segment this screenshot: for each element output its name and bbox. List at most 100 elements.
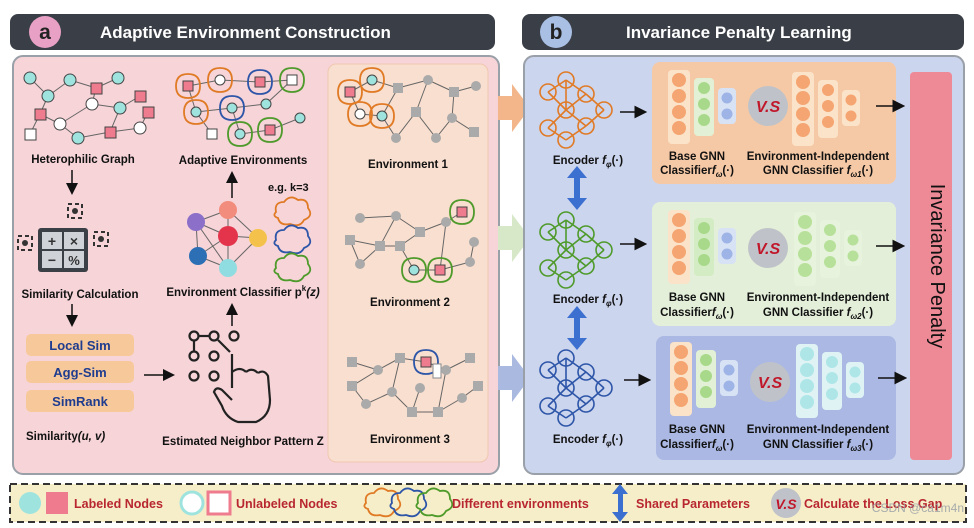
transfer-arrow-1 [498, 84, 530, 132]
base-gnn-3-sub: ω [716, 444, 723, 453]
vs-badge-1-label: V.S [756, 99, 781, 116]
sim-method-simrank [26, 390, 134, 412]
indep-gnn-2-arg: (·) [862, 307, 874, 319]
adaptive-environments-label: Adaptive Environments [179, 155, 307, 167]
watermark: CSDN @ca1m4n [872, 501, 964, 515]
base-gnn-2-line2: Classifierfω(·) [660, 307, 734, 321]
encoder-1 [539, 71, 613, 149]
shared-parameters-arrows [567, 166, 587, 350]
base-gnn-3 [670, 342, 738, 416]
svg-text:%: % [68, 253, 80, 268]
heterophilic-graph-label: Heterophilic Graph [31, 154, 135, 166]
base-gnn-1 [668, 70, 736, 144]
indep-gnn-2-fn: f [847, 307, 852, 319]
base-gnn-2-fn: f [712, 307, 717, 319]
environment-classifier-sup: k [302, 284, 307, 293]
legend-loss-gap-text: Calculate the Loss Gap [804, 497, 943, 511]
legend-labeled-circle [19, 492, 41, 514]
indep-gnn-1-sub: ω1 [850, 170, 862, 179]
k-note: e.g. k=3 [268, 182, 309, 194]
base-gnn-1-line2: Classifierfω(·) [660, 165, 734, 179]
indep-gnn-1-line1: Environment-Independent [747, 151, 890, 163]
environment-classifier-graph [187, 196, 312, 283]
legend-unlabeled-circle [179, 490, 205, 516]
environment-1-graph [337, 67, 481, 143]
indep-gnn-3 [796, 344, 864, 418]
legend-labeled-text: Labeled Nodes [74, 497, 163, 511]
invariance-penalty-label: Invariance Penalty [926, 184, 948, 349]
indep-gnn-3-line2: GNN Classifier fω3(·) [763, 439, 873, 453]
similarity-word: Similarity [26, 431, 78, 443]
indep-gnn-1 [792, 72, 860, 146]
legend-unlabeled-text: Unlabeled Nodes [236, 497, 337, 511]
indep-gnn-2-line2: GNN Classifier fω2(·) [763, 307, 873, 321]
vs-badge-3 [750, 362, 790, 402]
encoder-1-arg: (·) [612, 155, 624, 167]
encoder-2 [539, 211, 613, 289]
panel-a-header [10, 14, 495, 50]
vs-badge-2-label: V.S [756, 241, 781, 258]
base-gnn-1-line1: Base GNN [669, 151, 725, 163]
encoder-1-sub: φ [606, 160, 612, 169]
legend-environment-clouds [363, 487, 454, 518]
svg-text:+: + [48, 233, 56, 249]
base-gnn-1-arg: (·) [722, 165, 734, 177]
vs-badge-3-label: V.S [758, 375, 783, 392]
svg-text:×: × [70, 233, 78, 249]
base-gnn-2-text: Classifier [660, 307, 712, 319]
environment-1-label: Environment 1 [368, 159, 448, 171]
indep-gnn-2-sub: ω2 [850, 312, 862, 321]
indep-gnn-1-arg: (·) [862, 165, 874, 177]
base-gnn-1-sub: ω [716, 170, 723, 179]
encoder-3-fn: f [602, 434, 607, 446]
encoder-3-label: Encoder fφ(·) [553, 434, 623, 448]
indep-gnn-1-line2: GNN Classifier fω1(·) [763, 165, 873, 179]
base-gnn-3-text: Classifier [660, 439, 712, 451]
panel-b-badge: b [550, 21, 563, 44]
environment-classifier-arg: (z) [306, 287, 320, 299]
similarity-label: Similarity(u, v) [26, 431, 105, 443]
estimated-pattern-label: Estimated Neighbor Pattern Z [162, 436, 324, 448]
base-gnn-3-line1: Base GNN [669, 424, 725, 436]
legend-shared-arrow-icon [612, 484, 628, 522]
legend-environments-text: Different environments [452, 497, 589, 511]
encoder-1-label: Encoder fφ(·) [553, 155, 623, 169]
sim-method-agg [26, 361, 134, 383]
panel-b: b Invariance Penalty Learning Invariance… [522, 14, 965, 475]
sim-method-simrank-label: SimRank [52, 394, 108, 409]
adaptive-environments-graph [175, 67, 306, 147]
legend-labeled-square [46, 492, 68, 514]
encoder-3 [539, 349, 613, 427]
indep-gnn-3-fn: f [847, 439, 852, 451]
encoder-1-fn: f [602, 155, 607, 167]
encoder-3-sub: φ [606, 439, 612, 448]
environment-classifier-label: Environment Classifier pk(z) [166, 284, 320, 299]
similarity-calculation-label: Similarity Calculation [22, 289, 139, 301]
base-gnn-2 [668, 210, 736, 284]
sim-method-local [26, 334, 134, 356]
panel-b-title: Invariance Penalty Learning [626, 23, 852, 42]
svg-text:−: − [48, 252, 56, 268]
encoder-3-text: Encoder [553, 434, 600, 446]
legend: Labeled Nodes Unlabeled Nodes Different … [9, 483, 967, 523]
environment-3-graph [347, 349, 483, 417]
sim-method-agg-label: Agg-Sim [53, 365, 106, 380]
base-gnn-2-line1: Base GNN [669, 292, 725, 304]
legend-box [9, 483, 967, 523]
similarity-args: (u, v) [78, 431, 106, 443]
legend-unlabeled-square [206, 490, 232, 516]
encoder-2-arg: (·) [612, 294, 624, 306]
indep-gnn-3-sub: ω3 [850, 444, 862, 453]
legend-vs-badge [771, 488, 801, 518]
base-gnn-3-arg: (·) [722, 439, 734, 451]
indep-gnn-3-arg: (·) [862, 439, 874, 451]
indep-gnn-3-text: GNN Classifier [763, 439, 844, 451]
environment-2-label: Environment 2 [370, 297, 450, 309]
panel-a-badge-circle [29, 16, 61, 48]
indep-gnn-2 [794, 212, 862, 286]
indep-gnn-3-line1: Environment-Independent [747, 424, 890, 436]
vs-badge-2 [748, 228, 788, 268]
transfer-arrow-3 [498, 354, 530, 402]
encoder-2-text: Encoder [553, 294, 600, 306]
